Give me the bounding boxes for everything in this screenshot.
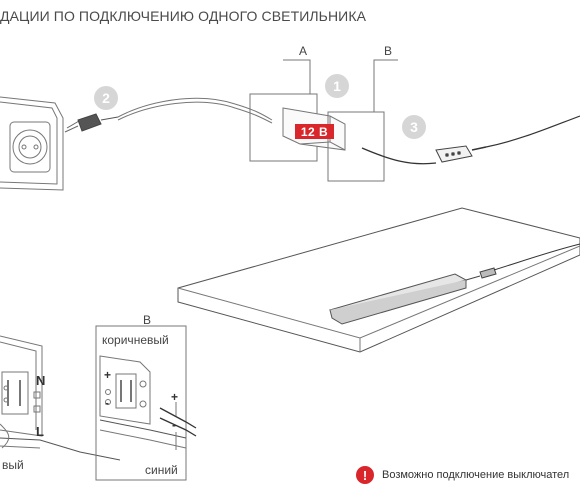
connector-block <box>435 115 580 163</box>
wire-brown-cut-label: вый <box>2 458 24 472</box>
step-2-badge: 2 <box>94 86 118 110</box>
wire-blue-label: синий <box>145 463 178 477</box>
label-a: A <box>299 44 308 58</box>
detail-b-box <box>99 355 187 449</box>
step-1-badge: 1 <box>325 74 349 98</box>
wire-plus-label: + <box>171 390 179 404</box>
detail-a-partial <box>0 335 121 461</box>
note-text: Возможно подключение выключател <box>382 469 570 481</box>
box-plus-label: + <box>104 368 112 382</box>
power-plug-icon <box>64 97 273 133</box>
wire-minus-label: - <box>172 418 176 432</box>
voltage-badge: 12 B <box>295 124 334 139</box>
wall-socket-icon <box>0 96 64 191</box>
shelf-panel <box>177 207 580 353</box>
page-title: ДАЦИИ ПО ПОДКЛЮЧЕНИЮ ОДНОГО СВЕТИЛЬНИКА <box>0 8 367 24</box>
box-minus-label: - <box>105 396 109 410</box>
terminal-l-label: L <box>36 424 44 439</box>
switch-note: ! Возможно подключение выключател <box>356 466 569 484</box>
wire-brown-label: коричневый <box>102 333 169 347</box>
exclamation-icon: ! <box>356 466 374 484</box>
step-3-badge: 3 <box>402 115 426 139</box>
label-b: B <box>384 44 393 58</box>
led-light-bar <box>328 243 580 325</box>
terminal-n-label: N <box>36 373 46 388</box>
detail-b-label: B <box>143 313 152 327</box>
